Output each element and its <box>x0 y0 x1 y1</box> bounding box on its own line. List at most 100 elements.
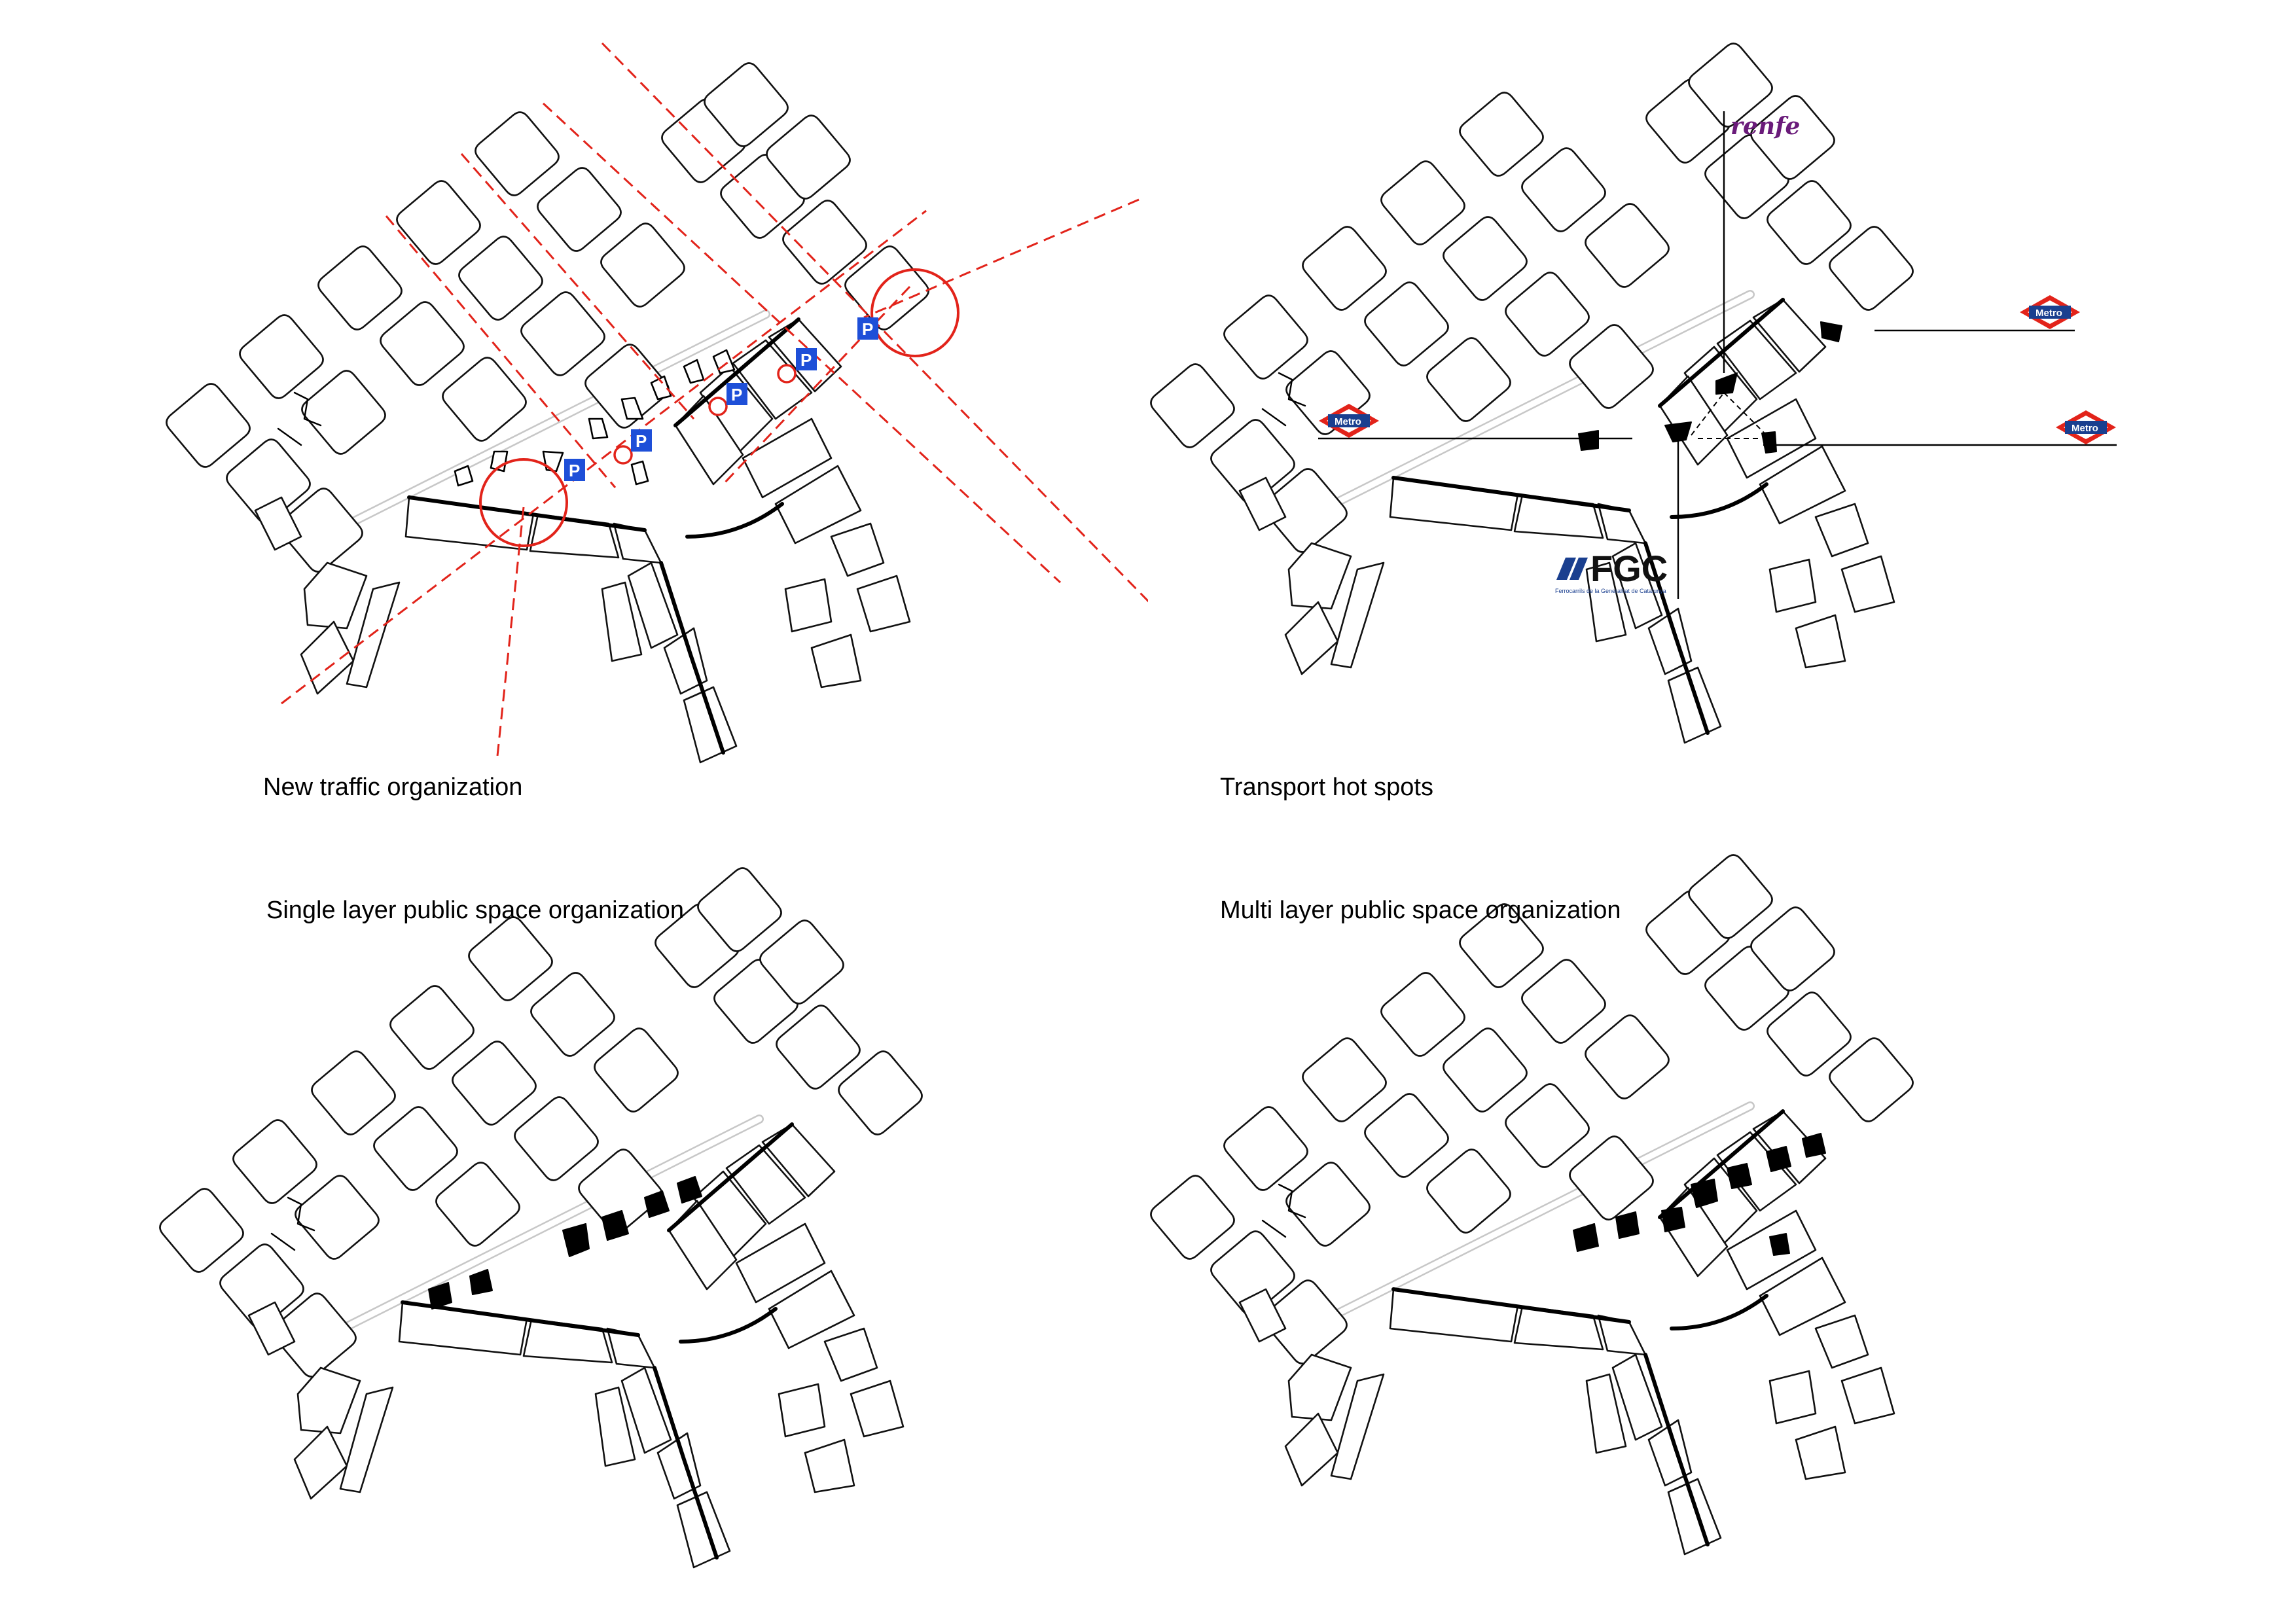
courtyard-lines <box>270 1196 315 1251</box>
hotspot-link <box>1723 392 1767 436</box>
city-block <box>1223 1106 1308 1191</box>
caption-traffic: New traffic organization <box>263 774 523 801</box>
city-block-fan <box>768 1270 855 1349</box>
city-block <box>1443 1027 1528 1113</box>
city-block-east <box>1795 614 1846 669</box>
fgc-logo: FGC Ferrocarrils de la Generalitat de Ca… <box>1555 548 1668 594</box>
city-block-fan <box>774 465 862 544</box>
city-block <box>594 1027 679 1113</box>
city-block <box>1380 972 1465 1057</box>
svg-text:Metro: Metro <box>2072 423 2098 434</box>
public-space-block <box>677 1176 702 1204</box>
city-block <box>458 236 543 321</box>
city-block-fan <box>1726 1209 1817 1291</box>
kiosk-outline <box>630 460 649 486</box>
svg-text:P: P <box>569 461 580 480</box>
south-edge <box>1391 1287 1631 1324</box>
hotspot-metro-west <box>1578 430 1599 451</box>
city-block <box>1688 43 1773 128</box>
public-space-block <box>1802 1133 1826 1158</box>
city-block <box>1505 272 1590 357</box>
city-block-sw <box>254 496 302 551</box>
city-block-sw <box>1330 562 1385 669</box>
city-block <box>159 1188 244 1273</box>
city-block <box>776 1005 861 1090</box>
city-block <box>219 1243 304 1329</box>
city-block <box>759 919 844 1005</box>
svg-text:P: P <box>862 319 873 339</box>
public-space-block <box>428 1282 452 1310</box>
traffic-axis-1 <box>281 209 927 705</box>
panel-multi-layer: Multi layer public space organization <box>1148 812 2296 1623</box>
traffic-axis-5 <box>542 102 1062 584</box>
metro-sign-east: Metro <box>2020 295 2080 329</box>
junction-node-3 <box>777 364 797 383</box>
city-block-fan <box>1659 375 1729 466</box>
traffic-axis-4 <box>460 153 695 419</box>
traffic-diagram: P P P P P <box>166 42 1148 764</box>
city-block-sw <box>293 1425 348 1500</box>
city-block <box>520 291 605 376</box>
stem-edge <box>659 561 725 755</box>
parking-icon: P <box>796 348 817 370</box>
parking-icon: P <box>726 383 747 405</box>
public-space-block <box>1769 1233 1790 1256</box>
city-block-east <box>1840 555 1895 613</box>
city-block <box>1380 160 1465 245</box>
city-block-east <box>856 575 911 633</box>
public-space-block <box>562 1223 590 1257</box>
city-block <box>166 383 251 468</box>
city-block <box>389 985 475 1070</box>
city-block-fan <box>1759 1257 1846 1336</box>
metro-sign-south: Metro <box>2056 410 2116 444</box>
courtyard-lines <box>277 391 322 446</box>
city-block <box>295 1175 380 1260</box>
svg-text:Metro: Metro <box>1335 416 1361 427</box>
city-block <box>301 370 386 455</box>
single-layer-diagram <box>159 867 923 1569</box>
city-block-east <box>810 633 862 688</box>
city-block <box>514 1096 599 1181</box>
public-space-block <box>1766 1146 1791 1172</box>
city-block-sw <box>1238 476 1287 531</box>
city-block-sw <box>346 581 401 688</box>
panel-transport: renfe Metro Metro Metro FGC <box>1148 0 2296 812</box>
city-block <box>1302 1037 1387 1122</box>
city-block-fan <box>668 1200 738 1291</box>
city-block-east <box>1795 1425 1846 1480</box>
city-block <box>704 62 789 147</box>
city-block <box>537 167 622 252</box>
traffic-axis-2 <box>863 198 1139 319</box>
kiosk-outline <box>490 450 509 473</box>
city-block-stem <box>594 1386 636 1467</box>
city-block-sw <box>1238 1288 1287 1343</box>
city-block <box>1521 147 1606 232</box>
kiosk-outline <box>650 375 672 401</box>
city-block <box>838 1050 923 1135</box>
city-block-east <box>830 522 885 577</box>
stem-edge <box>1643 1353 1710 1546</box>
city-block <box>530 972 615 1057</box>
public-space-block <box>1661 1207 1685 1232</box>
city-block <box>1767 180 1852 265</box>
svg-text:Ferrocarrils de la Generalitat: Ferrocarrils de la Generalitat de Catalu… <box>1555 588 1666 594</box>
city-block-east <box>784 578 833 633</box>
city-block <box>1585 203 1670 288</box>
city-base <box>159 867 923 1569</box>
city-block <box>1767 991 1852 1077</box>
city-block <box>1443 216 1528 301</box>
city-block <box>1364 281 1449 366</box>
city-block-sw <box>296 1366 361 1435</box>
city-block <box>1688 854 1773 939</box>
panel-traffic: P P P P P New traffic organization <box>0 0 1148 812</box>
kiosk-outline <box>712 349 736 374</box>
city-block <box>1750 95 1835 180</box>
city-block-stem <box>627 562 679 649</box>
metro-sign-west: Metro <box>1319 404 1379 438</box>
city-block-stem <box>1667 1478 1722 1556</box>
panel-single-layer: Single layer public space organization <box>0 812 1148 1623</box>
city-block <box>844 245 929 330</box>
traffic-axis-6 <box>601 42 1148 603</box>
city-block-fan <box>742 418 833 499</box>
city-block <box>475 111 560 196</box>
